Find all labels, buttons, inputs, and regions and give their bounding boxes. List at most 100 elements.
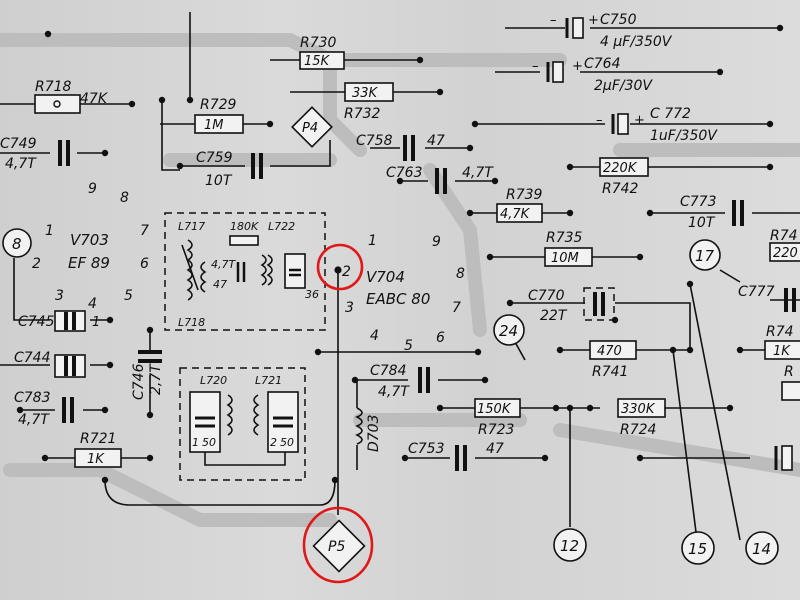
r741-ref: R741 bbox=[592, 364, 628, 380]
d703-label: D703 bbox=[366, 414, 382, 452]
wires bbox=[0, 12, 800, 541]
resistor-r718: R718 47K bbox=[34, 79, 109, 114]
capacitor-c783: C783 4,7T bbox=[14, 390, 74, 428]
v704-ref: V704 bbox=[366, 268, 405, 286]
c47b-label: 47 bbox=[213, 278, 227, 291]
test-point-p4: P4 bbox=[291, 106, 333, 148]
c764-value: 2µF/30V bbox=[594, 78, 653, 94]
c783-ref: C783 bbox=[14, 390, 51, 406]
c36-label: 36 bbox=[305, 288, 319, 301]
test-point-p5: P5 bbox=[312, 519, 366, 573]
r742-value: 220K bbox=[603, 161, 638, 176]
tube-v704: V704 EABC 80 1 2 3 4 5 6 7 8 9 bbox=[342, 233, 465, 354]
edge2-ref: R74 bbox=[766, 324, 794, 340]
c763-value: 4,7T bbox=[462, 165, 494, 181]
conn-label: 24 bbox=[499, 322, 518, 340]
svg-text:–: – bbox=[550, 13, 557, 28]
l721-label: L721 bbox=[255, 374, 282, 387]
v704-pin: 8 bbox=[456, 266, 465, 282]
resistor-r721: 1K R721 bbox=[74, 431, 122, 468]
v703-pin: 2 bbox=[32, 256, 41, 272]
capacitor-c745: C745 bbox=[18, 310, 86, 332]
capacitor-edge bbox=[774, 445, 793, 471]
capacitor-c772: – + C 772 1uF/350V bbox=[596, 106, 718, 144]
r723-value: 150K bbox=[477, 402, 512, 417]
if-transformer-upper: L717 L718 L722 180K 4,7T 47 36 bbox=[164, 212, 326, 331]
c753-ref: C753 bbox=[408, 441, 445, 457]
solder-pads bbox=[16, 24, 784, 484]
annotation-circle-pin2 bbox=[316, 243, 364, 291]
c750-ref: C750 bbox=[600, 12, 637, 28]
edge1-value: 220 bbox=[773, 246, 798, 261]
c150-label: 50 bbox=[202, 436, 216, 449]
c749-ref: C749 bbox=[0, 136, 37, 152]
capacitor-c784: C784 4,7T bbox=[370, 363, 430, 400]
v703-type: EF 89 bbox=[68, 254, 110, 272]
annotation-circle-p5 bbox=[302, 506, 374, 584]
r735-ref: R735 bbox=[546, 230, 583, 246]
c758-value: 47 bbox=[427, 133, 445, 149]
connector-24: 24 bbox=[493, 314, 525, 346]
c758-ref: C758 bbox=[356, 133, 393, 149]
c750-value: 4 µF/350V bbox=[600, 34, 673, 50]
c744-ref: C744 bbox=[14, 350, 51, 366]
r723-ref: R723 bbox=[478, 422, 514, 438]
connector-17: 17 bbox=[689, 239, 721, 271]
svg-text:+: + bbox=[572, 59, 583, 74]
capacitor-c777: C777 bbox=[738, 284, 796, 312]
c759-ref: C759 bbox=[196, 150, 233, 166]
capacitor-c759: C759 10T bbox=[196, 150, 263, 189]
v704-pin: 3 bbox=[345, 300, 354, 316]
capacitor-c763: C763 4,7T bbox=[386, 165, 494, 194]
c772-value: 1uF/350V bbox=[650, 128, 718, 144]
r729-ref: R729 bbox=[200, 97, 237, 113]
conn-label: 12 bbox=[560, 537, 579, 555]
svg-text:+: + bbox=[634, 113, 645, 128]
svg-text:–: – bbox=[596, 113, 603, 128]
resistor-r741: 470 R741 bbox=[589, 340, 637, 380]
resistor-r735: 10M R735 bbox=[544, 230, 593, 267]
r732-ref: R732 bbox=[344, 106, 381, 122]
c250-label: 50 bbox=[280, 436, 294, 449]
c777-ref: C777 bbox=[738, 284, 775, 300]
v703-pin: 3 bbox=[55, 288, 64, 304]
capacitor-c753: C753 47 bbox=[408, 441, 504, 471]
capacitor-c773: C773 10T bbox=[680, 194, 744, 231]
c763-ref: C763 bbox=[386, 165, 423, 181]
v704-type: EABC 80 bbox=[366, 290, 430, 308]
r721-value: 1K bbox=[87, 452, 105, 467]
c746-value: 2,7T bbox=[148, 363, 164, 395]
c783-value: 4,7T bbox=[18, 412, 50, 428]
resistor-r729: 1M R729 bbox=[194, 97, 244, 134]
v703-pin: 4 bbox=[88, 296, 97, 312]
l720-label: L720 bbox=[200, 374, 227, 387]
capacitor-c770: C770 22T bbox=[528, 287, 615, 324]
capacitor-c749: C749 4,7T bbox=[0, 136, 70, 172]
svg-text:+: + bbox=[588, 13, 599, 28]
r739-ref: R739 bbox=[506, 187, 543, 203]
c759-value: 10T bbox=[205, 173, 233, 189]
c47a-label: 4,7T bbox=[211, 258, 236, 271]
resistor-edge: 220 R74 1K R74 R bbox=[764, 228, 800, 401]
v704-pin: 4 bbox=[370, 328, 379, 344]
r724-value: 330K bbox=[621, 402, 656, 417]
capacitor-c750: – + C750 4 µF/350V bbox=[550, 12, 673, 50]
capacitor-c764: – + C764 2µF/30V bbox=[532, 56, 653, 94]
v704-pin: 1 bbox=[368, 233, 377, 249]
l722-label: L722 bbox=[268, 220, 295, 233]
r724-ref: R724 bbox=[620, 422, 656, 438]
v703-pin: 9 bbox=[88, 181, 97, 197]
v703-pin: 6 bbox=[140, 256, 149, 272]
v703-pin: 1 bbox=[45, 223, 54, 239]
l717-label: L717 bbox=[178, 220, 205, 233]
r732-value: 33K bbox=[352, 86, 379, 101]
conn-label: 14 bbox=[752, 540, 771, 558]
resistor-r732: 33K R732 bbox=[344, 82, 394, 122]
capacitor-c758: C758 47 bbox=[356, 133, 445, 161]
resistor-r724: 330K R724 bbox=[617, 398, 666, 438]
r729-value: 1M bbox=[204, 118, 224, 133]
v703-pin: 5 bbox=[124, 288, 133, 304]
r735-value: 10M bbox=[551, 251, 579, 266]
v704-pin: 2 bbox=[342, 264, 351, 280]
resistor-r730: 15K R730 bbox=[299, 35, 345, 70]
